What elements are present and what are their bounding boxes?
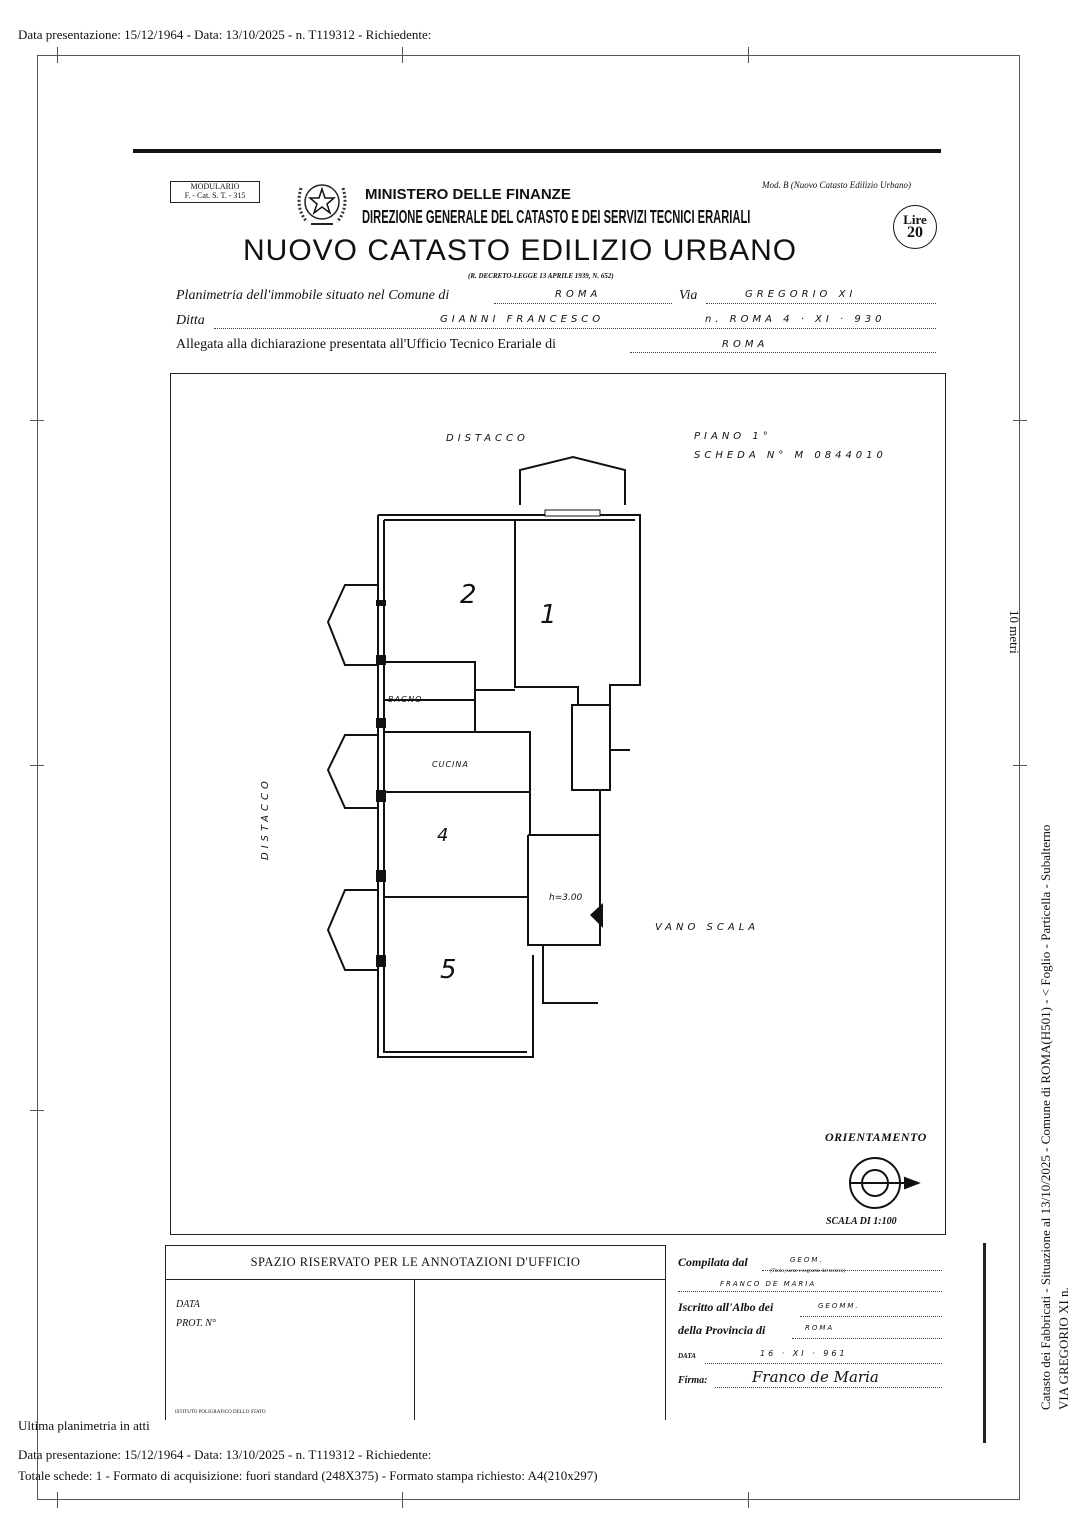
frame-tick <box>57 1492 58 1508</box>
dotted-line <box>214 314 936 329</box>
scale-note: 10 metri <box>1007 610 1022 654</box>
dotted-line <box>678 1277 942 1292</box>
ministry-name: MINISTERO DELLE FINANZE <box>365 186 571 203</box>
provincia-value: ROMA <box>805 1324 835 1332</box>
room-cucina: CUCINA <box>432 760 469 769</box>
signature: Franco de Maria <box>752 1368 879 1386</box>
vano-scala-label: VANO SCALA <box>655 922 760 933</box>
dotted-line <box>792 1324 942 1339</box>
via-label: Via <box>679 288 698 303</box>
distacco-top-label: DISTACCO <box>446 433 529 444</box>
header-line: Data presentazione: 15/12/1964 - Data: 1… <box>18 27 432 42</box>
firma-label: Firma: <box>678 1375 708 1386</box>
dotted-line <box>494 289 672 304</box>
annot-data-label: DATA <box>176 1299 200 1310</box>
dotted-line <box>800 1302 942 1317</box>
office-annotations-box: SPAZIO RISERVATO PER LE ANNOTAZIONI D'UF… <box>165 1245 666 1420</box>
mod-b: Mod. B (Nuovo Catasto Edilizio Urbano) <box>762 180 911 190</box>
stamp-label: Lire <box>903 212 927 227</box>
modulario-code: F. - Cat. S. T. - 315 <box>184 191 246 200</box>
ditta-value: GIANNI FRANCESCO <box>440 314 605 325</box>
side-info-line2: VIA GREGORIO XI n. <box>1056 1287 1071 1410</box>
room-2: 2 <box>460 580 481 610</box>
footer-line1: Data presentazione: 15/12/1964 - Data: 1… <box>18 1447 432 1462</box>
stamp-lire-20: Lire 20 <box>893 205 937 249</box>
frame-tick <box>30 420 44 421</box>
annot-prot-label: PROT. N° <box>176 1318 216 1329</box>
albo-value: GEOMM. <box>818 1302 860 1310</box>
compiler-title-hint: (Titolo, nome e cognome del tecnico) <box>770 1269 846 1274</box>
via-value: GREGORIO XI <box>745 289 857 300</box>
direction-name: DIREZIONE GENERALE DEL CATASTO E DEI SER… <box>362 207 751 227</box>
modulario-label: MODULARIO <box>190 182 240 191</box>
ditta-birth: n. ROMA 4 · XI · 930 <box>705 314 886 325</box>
distacco-left-label: DISTACCO <box>260 777 271 860</box>
dotted-line <box>715 1373 942 1388</box>
frame-tick <box>402 47 403 63</box>
frame-tick <box>748 1492 749 1508</box>
ceiling-height: h=3.00 <box>549 893 583 903</box>
side-info-line1: Catasto dei Fabbricati - Situazione al 1… <box>1038 824 1053 1410</box>
document-title: NUOVO CATASTO EDILIZIO URBANO <box>243 234 798 267</box>
dotted-line <box>706 289 936 304</box>
planimetria-label: Planimetria dell'immobile situato nel Co… <box>176 288 450 303</box>
frame-tick <box>402 1492 403 1508</box>
frame-tick <box>1013 765 1027 766</box>
room-1: 1 <box>540 600 561 630</box>
comune-value: ROMA <box>555 289 602 300</box>
albo-label: Iscritto all'Albo dei <box>678 1300 774 1314</box>
compiler-date: 16 · XI · 961 <box>760 1349 848 1358</box>
frame-tick <box>30 1110 44 1111</box>
printer-label: ISTITUTO POLIGRAFICO DELLO STATO <box>175 1410 266 1415</box>
frame-tick <box>30 765 44 766</box>
compass-icon <box>849 1157 921 1209</box>
top-rule <box>133 149 941 153</box>
ufficio-value: ROMA <box>722 339 769 350</box>
dotted-line <box>630 338 936 353</box>
provincia-label: della Provincia di <box>678 1323 766 1337</box>
dotted-line <box>762 1256 942 1271</box>
page-frame <box>37 55 1020 1500</box>
compiler-title: GEOM. <box>790 1256 824 1264</box>
scale-label: SCALA DI 1:100 <box>826 1216 897 1227</box>
annotations-divider <box>414 1279 415 1420</box>
floor-plan-area <box>170 373 946 1235</box>
room-bagno: BAGNO <box>388 695 423 704</box>
annotations-title: SPAZIO RISERVATO PER LE ANNOTAZIONI D'UF… <box>166 1246 665 1280</box>
stamp-value: 20 <box>907 224 923 241</box>
republic-emblem-icon <box>297 184 347 225</box>
compilata-label: Compilata dal <box>678 1255 748 1269</box>
allegata-label: Allegata alla dichiarazione presentata a… <box>176 337 557 352</box>
compiler-data-label: DATA <box>678 1352 696 1360</box>
modulario-box: MODULARIO F. - Cat. S. T. - 315 <box>170 181 260 203</box>
piano-label: PIANO 1° <box>694 431 772 442</box>
dotted-line <box>705 1349 942 1364</box>
room-5: 5 <box>440 955 461 985</box>
footer-last-plan: Ultima planimetria in atti <box>18 1418 150 1433</box>
compiler-border <box>983 1243 986 1443</box>
frame-tick <box>1013 420 1027 421</box>
ditta-label: Ditta <box>176 313 205 328</box>
room-4: 4 <box>437 825 453 846</box>
compiler-name: FRANCO DE MARIA <box>720 1280 817 1288</box>
orientamento-label: ORIENTAMENTO <box>825 1130 927 1144</box>
frame-tick <box>57 47 58 63</box>
frame-tick <box>748 47 749 63</box>
scheda-label: SCHEDA N° M 0844010 <box>694 450 887 461</box>
decree: (R. DECRETO-LEGGE 13 APRILE 1939, N. 652… <box>468 272 614 280</box>
footer-line2: Totale schede: 1 - Formato di acquisizio… <box>18 1468 598 1483</box>
